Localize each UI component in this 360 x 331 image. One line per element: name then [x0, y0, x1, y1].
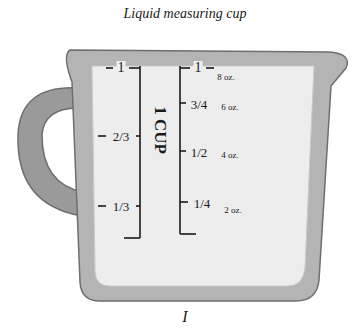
diagram-title: Liquid measuring cup: [124, 7, 247, 21]
ounce-mark: 8 oz.: [216, 73, 236, 82]
ounce-mark: 2 oz.: [223, 206, 243, 215]
figure-caption: I: [182, 309, 187, 325]
ounce-mark: 4 oz.: [220, 151, 240, 160]
scale-mark: 1/3: [112, 200, 131, 213]
scale-mark: 1: [117, 61, 126, 75]
cup-label: 1 CUP: [152, 105, 169, 155]
cup-body: [66, 50, 347, 301]
scale-mark: 3/4: [190, 98, 209, 111]
scale-mark: 1/2: [190, 146, 209, 159]
scale-mark: 1: [194, 61, 203, 75]
scale-lines: [98, 66, 214, 238]
scale-mark: 1/4: [193, 197, 212, 210]
cup-interior: [92, 66, 314, 286]
scale-mark: 2/3: [112, 130, 131, 143]
ounce-mark: 6 oz.: [220, 103, 240, 112]
